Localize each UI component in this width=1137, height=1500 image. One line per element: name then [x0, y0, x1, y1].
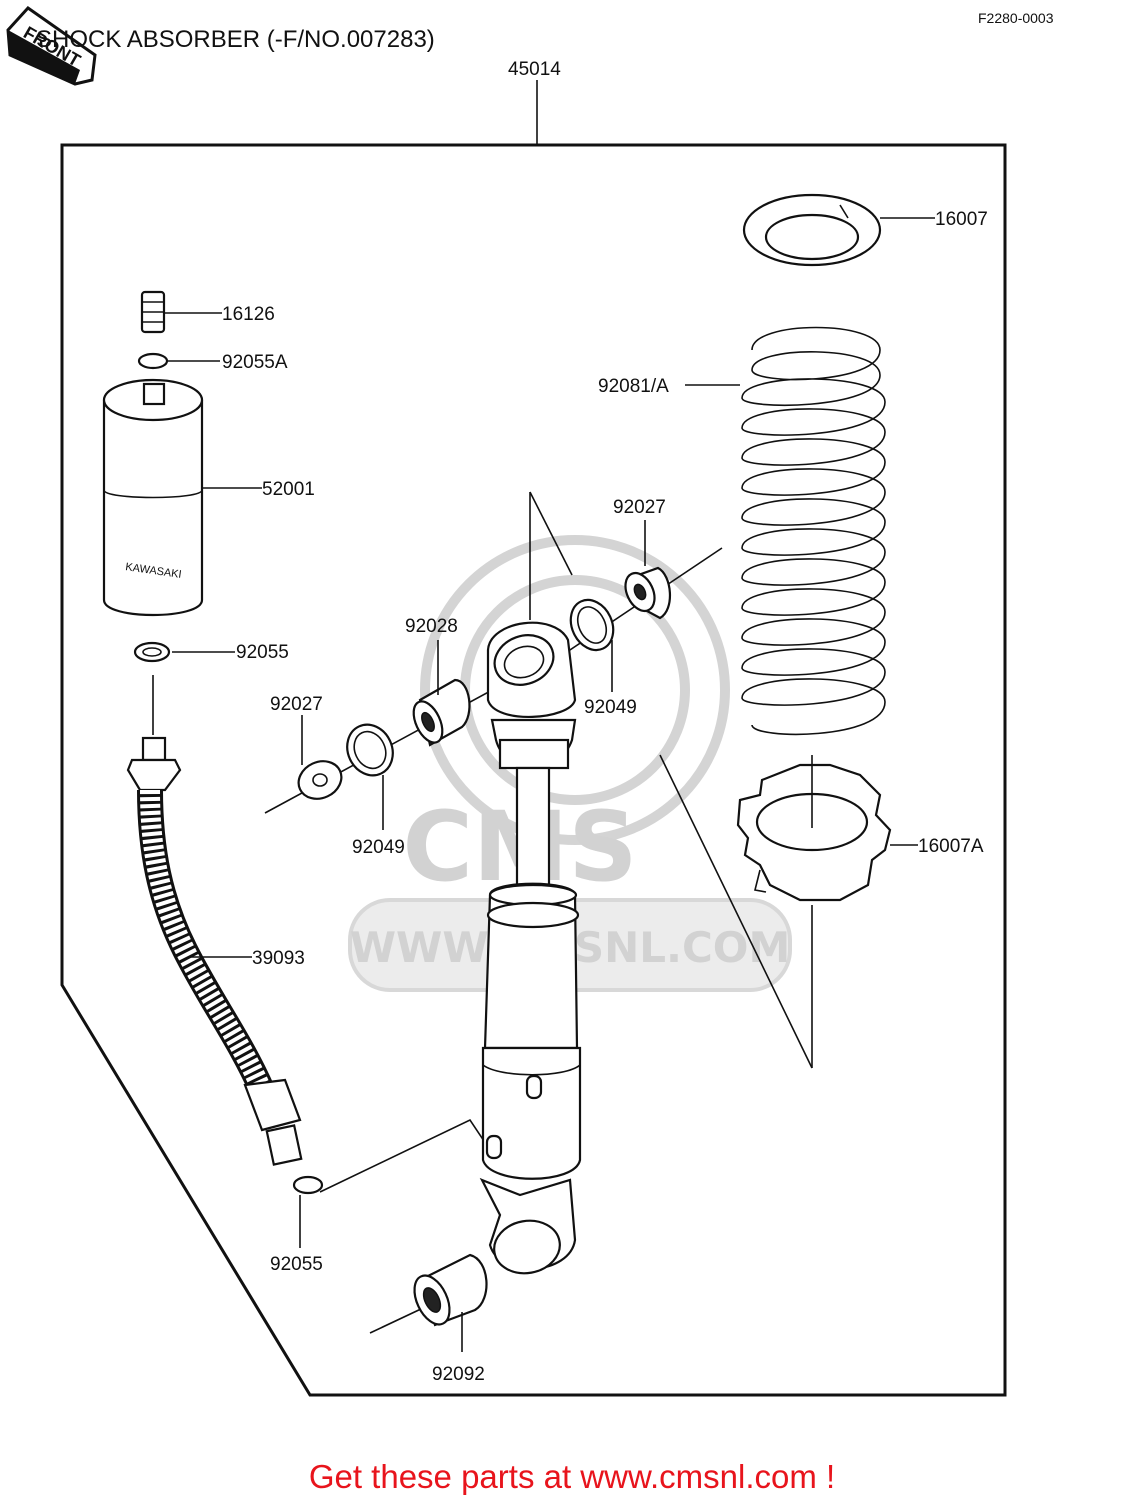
callout-92027-left: 92027 — [270, 694, 323, 715]
promo-footer: Get these parts at www.cmsnl.com ! — [309, 1458, 835, 1495]
assembly-frame: 45014 — [60, 59, 1007, 1397]
callout-92092: 92092 — [432, 1364, 485, 1385]
callout-92055a: 92055A — [222, 352, 288, 373]
right-pivot-stack: 92049 92027 — [554, 497, 723, 718]
bottom-bushing: 92092 — [369, 1253, 488, 1385]
callout-39093: 39093 — [252, 948, 305, 969]
callout-92081a: 92081/A — [598, 376, 669, 397]
front-badge: FRONT — [6, 6, 97, 86]
air-valve: 16126 92055A — [137, 290, 288, 373]
oring-bottom: 92055 — [270, 1118, 491, 1275]
spring-seat: 16007 — [742, 193, 988, 267]
callout-92049-left: 92049 — [352, 837, 405, 858]
coil-spring: 92081/A — [598, 326, 886, 736]
callout-92055-top: 92055 — [236, 642, 289, 663]
reservoir-hose: 39093 — [126, 736, 305, 1166]
callout-92049-right: 92049 — [584, 697, 637, 718]
callout-16007: 16007 — [935, 209, 988, 230]
callout-45014: 45014 — [508, 59, 561, 80]
reservoir-canister: KAWASAKI 52001 — [102, 378, 315, 617]
callout-92055-bottom: 92055 — [270, 1254, 323, 1275]
left-pivot-stack: 92027 92049 92028 — [264, 616, 521, 858]
adjuster-nut: 16007A — [659, 754, 984, 1069]
diagram-title: SHOCK ABSORBER (-F/NO.007283) — [36, 26, 435, 53]
callout-16126: 16126 — [222, 304, 275, 325]
callout-52001: 52001 — [262, 479, 315, 500]
callout-16007a: 16007A — [918, 836, 984, 857]
shock-absorber-body — [479, 491, 582, 1275]
callout-92028: 92028 — [405, 616, 458, 637]
oring-top: 92055 — [133, 641, 289, 735]
diagram-code: F2280-0003 — [978, 10, 1054, 26]
callout-92027-right: 92027 — [613, 497, 666, 518]
